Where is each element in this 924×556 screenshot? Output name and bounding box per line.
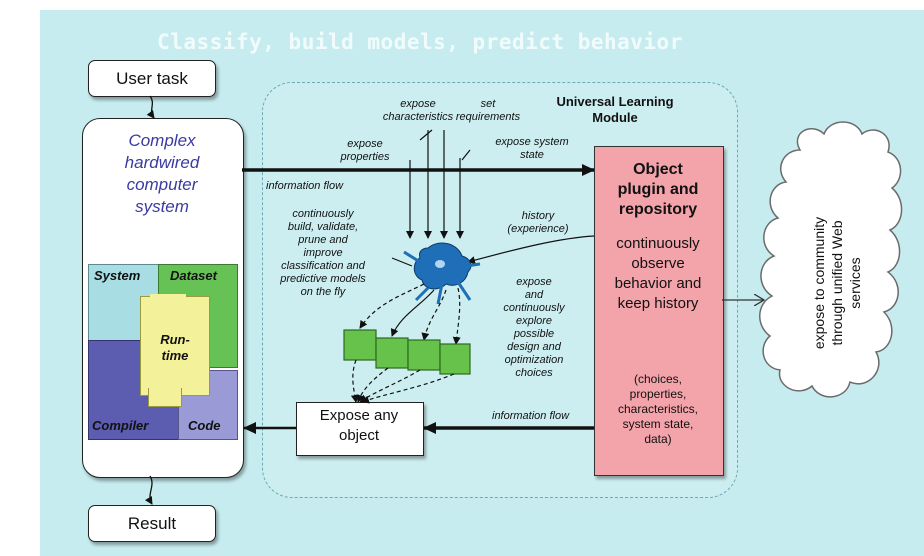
model-box-4: [439, 343, 471, 375]
diagram-title: Classify, build models, predict behavior: [157, 30, 683, 54]
runtime-layer: [140, 296, 210, 396]
model-box-1: [343, 329, 377, 361]
history-arrow: [467, 235, 595, 265]
history-label: history(experience): [507, 210, 569, 235]
complex-system-label: Complex hardwired computer system: [124, 131, 200, 216]
information-flow-top-label: information flow: [266, 180, 344, 192]
model-box-3: [407, 339, 441, 371]
system-label: System: [94, 268, 141, 283]
plugin-details: (choices,properties,characteristics,syst…: [617, 372, 699, 446]
user-task-box: User task: [88, 60, 216, 97]
runtime-layer-notch: [148, 388, 182, 407]
result-arrow: [144, 475, 153, 505]
information-flow-bottom-label: information flow: [492, 410, 570, 422]
user-task-arrow: [146, 95, 155, 119]
result-box: Result: [88, 505, 216, 542]
compiler-label: Compiler: [92, 418, 149, 433]
runtime-label: Run- time: [160, 332, 190, 363]
object-plugin-box: [594, 146, 724, 476]
module-title: Universal Learning Module: [556, 94, 674, 125]
code-label: Code: [188, 418, 221, 433]
web-services-cloud: [759, 121, 903, 398]
dataset-label: Dataset: [170, 268, 217, 283]
runtime-layer-top: [150, 294, 186, 298]
model-box-2: [375, 337, 409, 369]
